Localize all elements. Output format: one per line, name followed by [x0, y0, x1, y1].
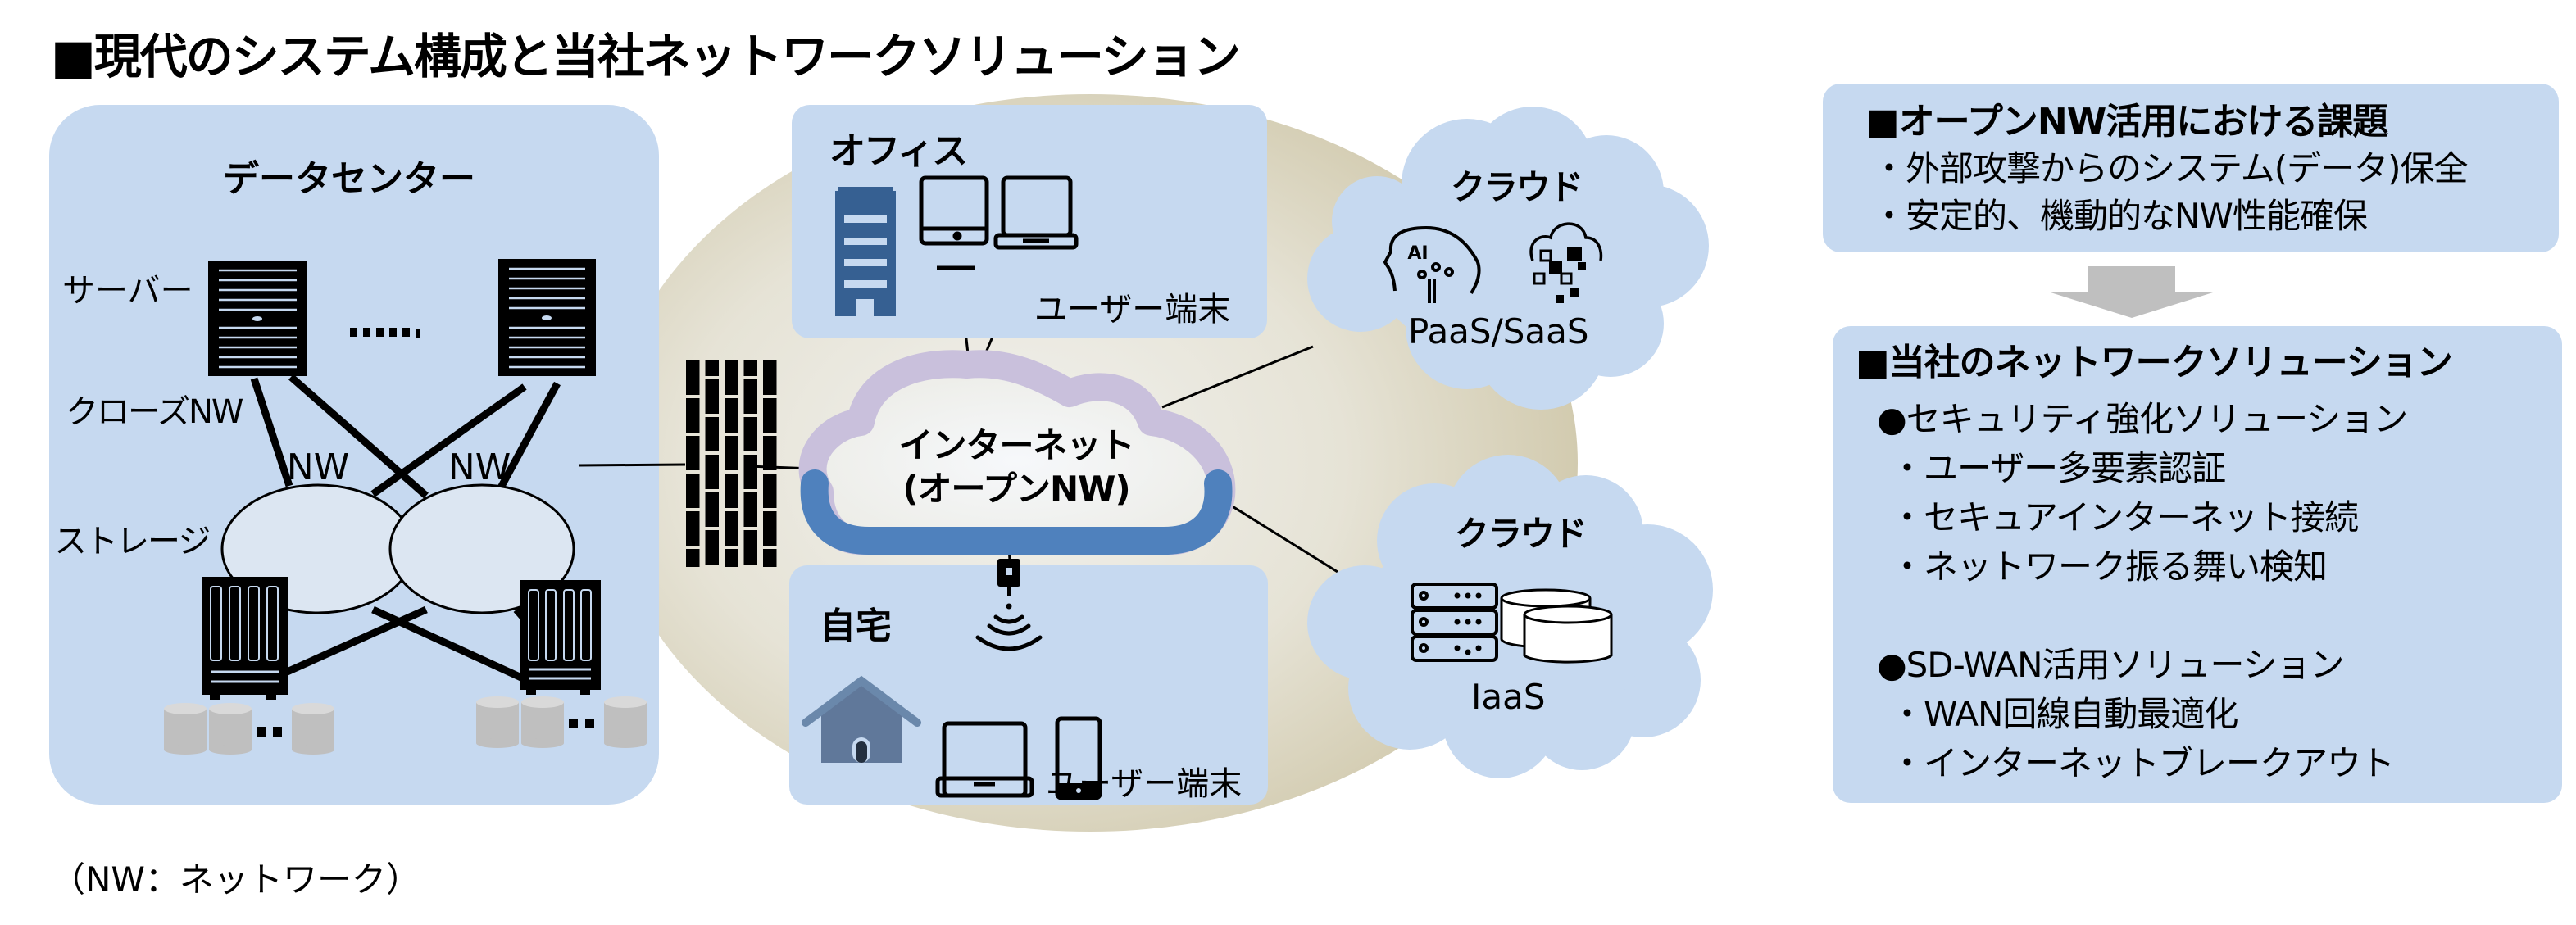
database-icon: [1500, 588, 1613, 664]
firewall-brick: [705, 379, 719, 414]
storage-icon: [520, 580, 601, 695]
firewall-brick: [725, 436, 738, 470]
firewall-brick: [743, 379, 757, 414]
disk-icon: [604, 696, 647, 748]
issues-heading: ■オープンNW活用における課題: [1865, 101, 2388, 143]
laptop-icon: [993, 175, 1079, 250]
solutions-heading: ■当社のネットワークソリューション: [1856, 342, 2453, 383]
cloud-iaas-label: IaaS: [1471, 677, 1546, 717]
firewall-brick: [705, 492, 719, 527]
firewall-brick: [725, 474, 738, 508]
office-panel: [792, 105, 1267, 338]
firewall-brick: [763, 474, 777, 508]
firewall-brick: [763, 511, 777, 546]
firewall-brick: [743, 360, 757, 376]
firewall-brick: [705, 455, 719, 489]
ai-icon-text: AI: [1407, 243, 1428, 264]
firewall-brick: [686, 436, 700, 470]
office-building-icon: [835, 187, 896, 317]
disk-icon: [164, 703, 207, 755]
firewall-brick: [705, 360, 719, 376]
house-icon: [802, 675, 921, 763]
solution-item: ・インターネットブレークアウト: [1890, 743, 2395, 783]
firewall-brick: [686, 474, 700, 508]
ai-head-icon: [1383, 225, 1481, 303]
server-label: サーバー: [62, 272, 193, 310]
disk-group-left: [164, 703, 334, 755]
office-title: オフィス: [829, 130, 968, 172]
firewall-brick: [725, 360, 738, 395]
wifi-icon: [975, 603, 1043, 651]
internet-label-line1: インターネット: [898, 425, 1134, 465]
cloud-paas-label: PaaS/SaaS: [1408, 311, 1589, 351]
solution-item: ・ネットワーク振る舞い検知: [1890, 546, 2328, 587]
smartphone-icon: [1055, 716, 1102, 800]
internet-cloud: [798, 350, 1236, 555]
solution-group-title: ●SD-WAN活用ソリューション: [1877, 645, 2345, 685]
home-title: 自宅: [820, 605, 892, 647]
page-title: ■現代のシステム構成と当社ネットワークソリューション: [51, 29, 1241, 84]
laptop-icon: [935, 721, 1034, 798]
firewall-brick: [725, 549, 738, 567]
solutions-box: ■当社のネットワークソリューション ●セキュリティ強化ソリューション ・ユーザー…: [1833, 326, 2562, 803]
disk-icon: [521, 696, 564, 748]
issues-box: ■オープンNW活用における課題 ・外部攻撃からのシステム(データ)保全 ・安定的…: [1823, 84, 2559, 252]
solution-item: ・セキュアインターネット接続: [1890, 497, 2359, 537]
firewall-brick: [705, 530, 719, 565]
office-device-label: ユーザー端末: [1034, 291, 1231, 329]
firewall-brick: [725, 398, 738, 433]
firewall-brick: [743, 492, 757, 527]
home-panel: [789, 565, 1268, 805]
firewall-brick: [705, 417, 719, 451]
cloud-paas-title: クラウド: [1451, 167, 1583, 207]
firewall-brick: [686, 398, 700, 433]
server-icon: [498, 259, 596, 376]
home-device-label: ユーザー端末: [1046, 765, 1243, 803]
router-icon: [997, 559, 1020, 596]
server-icon: [208, 261, 307, 376]
disk-icon: [476, 696, 519, 748]
firewall-brick: [763, 360, 777, 395]
solution-item: ・ユーザー多要素認証: [1890, 448, 2226, 488]
cloud-data-icon: [1529, 222, 1603, 303]
solution-item: ・WAN回線自動最適化: [1890, 694, 2238, 734]
firewall-brick: [743, 455, 757, 489]
down-arrow: [2051, 266, 2213, 318]
datacenter-title: データセンター: [223, 158, 475, 200]
issue-item: ・外部攻撃からのシステム(データ)保全: [1872, 148, 2469, 188]
server-rack-icon: [1411, 583, 1498, 662]
cloud-paas: [1307, 107, 1709, 410]
disk-icon: [292, 703, 334, 755]
storage-icon: [202, 577, 288, 700]
footnote: （NW：ネットワーク）: [51, 859, 420, 900]
disk-group-right: [476, 696, 647, 748]
cloud-iaas-title: クラウド: [1455, 514, 1588, 554]
nw-node-1-label: NW: [286, 447, 350, 488]
server-ellipsis-icon: [350, 328, 420, 338]
firewall-brick: [686, 511, 700, 546]
storage-label: ストレージ: [54, 523, 211, 560]
firewall-brick: [686, 360, 700, 395]
firewall-icon: [686, 360, 777, 567]
closed-nw-label: クローズNW: [66, 393, 243, 431]
firewall-brick: [763, 436, 777, 470]
firewall-brick: [686, 549, 700, 567]
firewall-brick: [725, 511, 738, 546]
internet-label-line2: (オープンNW): [902, 469, 1130, 509]
issue-item: ・安定的、機動的なNW性能確保: [1872, 196, 2368, 236]
desktop-icon: [919, 175, 989, 270]
firewall-brick: [743, 530, 757, 565]
firewall-brick: [743, 417, 757, 451]
firewall-brick: [763, 398, 777, 433]
nw-node-2-label: NW: [448, 447, 511, 488]
firewall-brick: [763, 549, 777, 567]
disk-icon: [209, 703, 252, 755]
solution-group-title: ●セキュリティ強化ソリューション: [1877, 399, 2408, 439]
